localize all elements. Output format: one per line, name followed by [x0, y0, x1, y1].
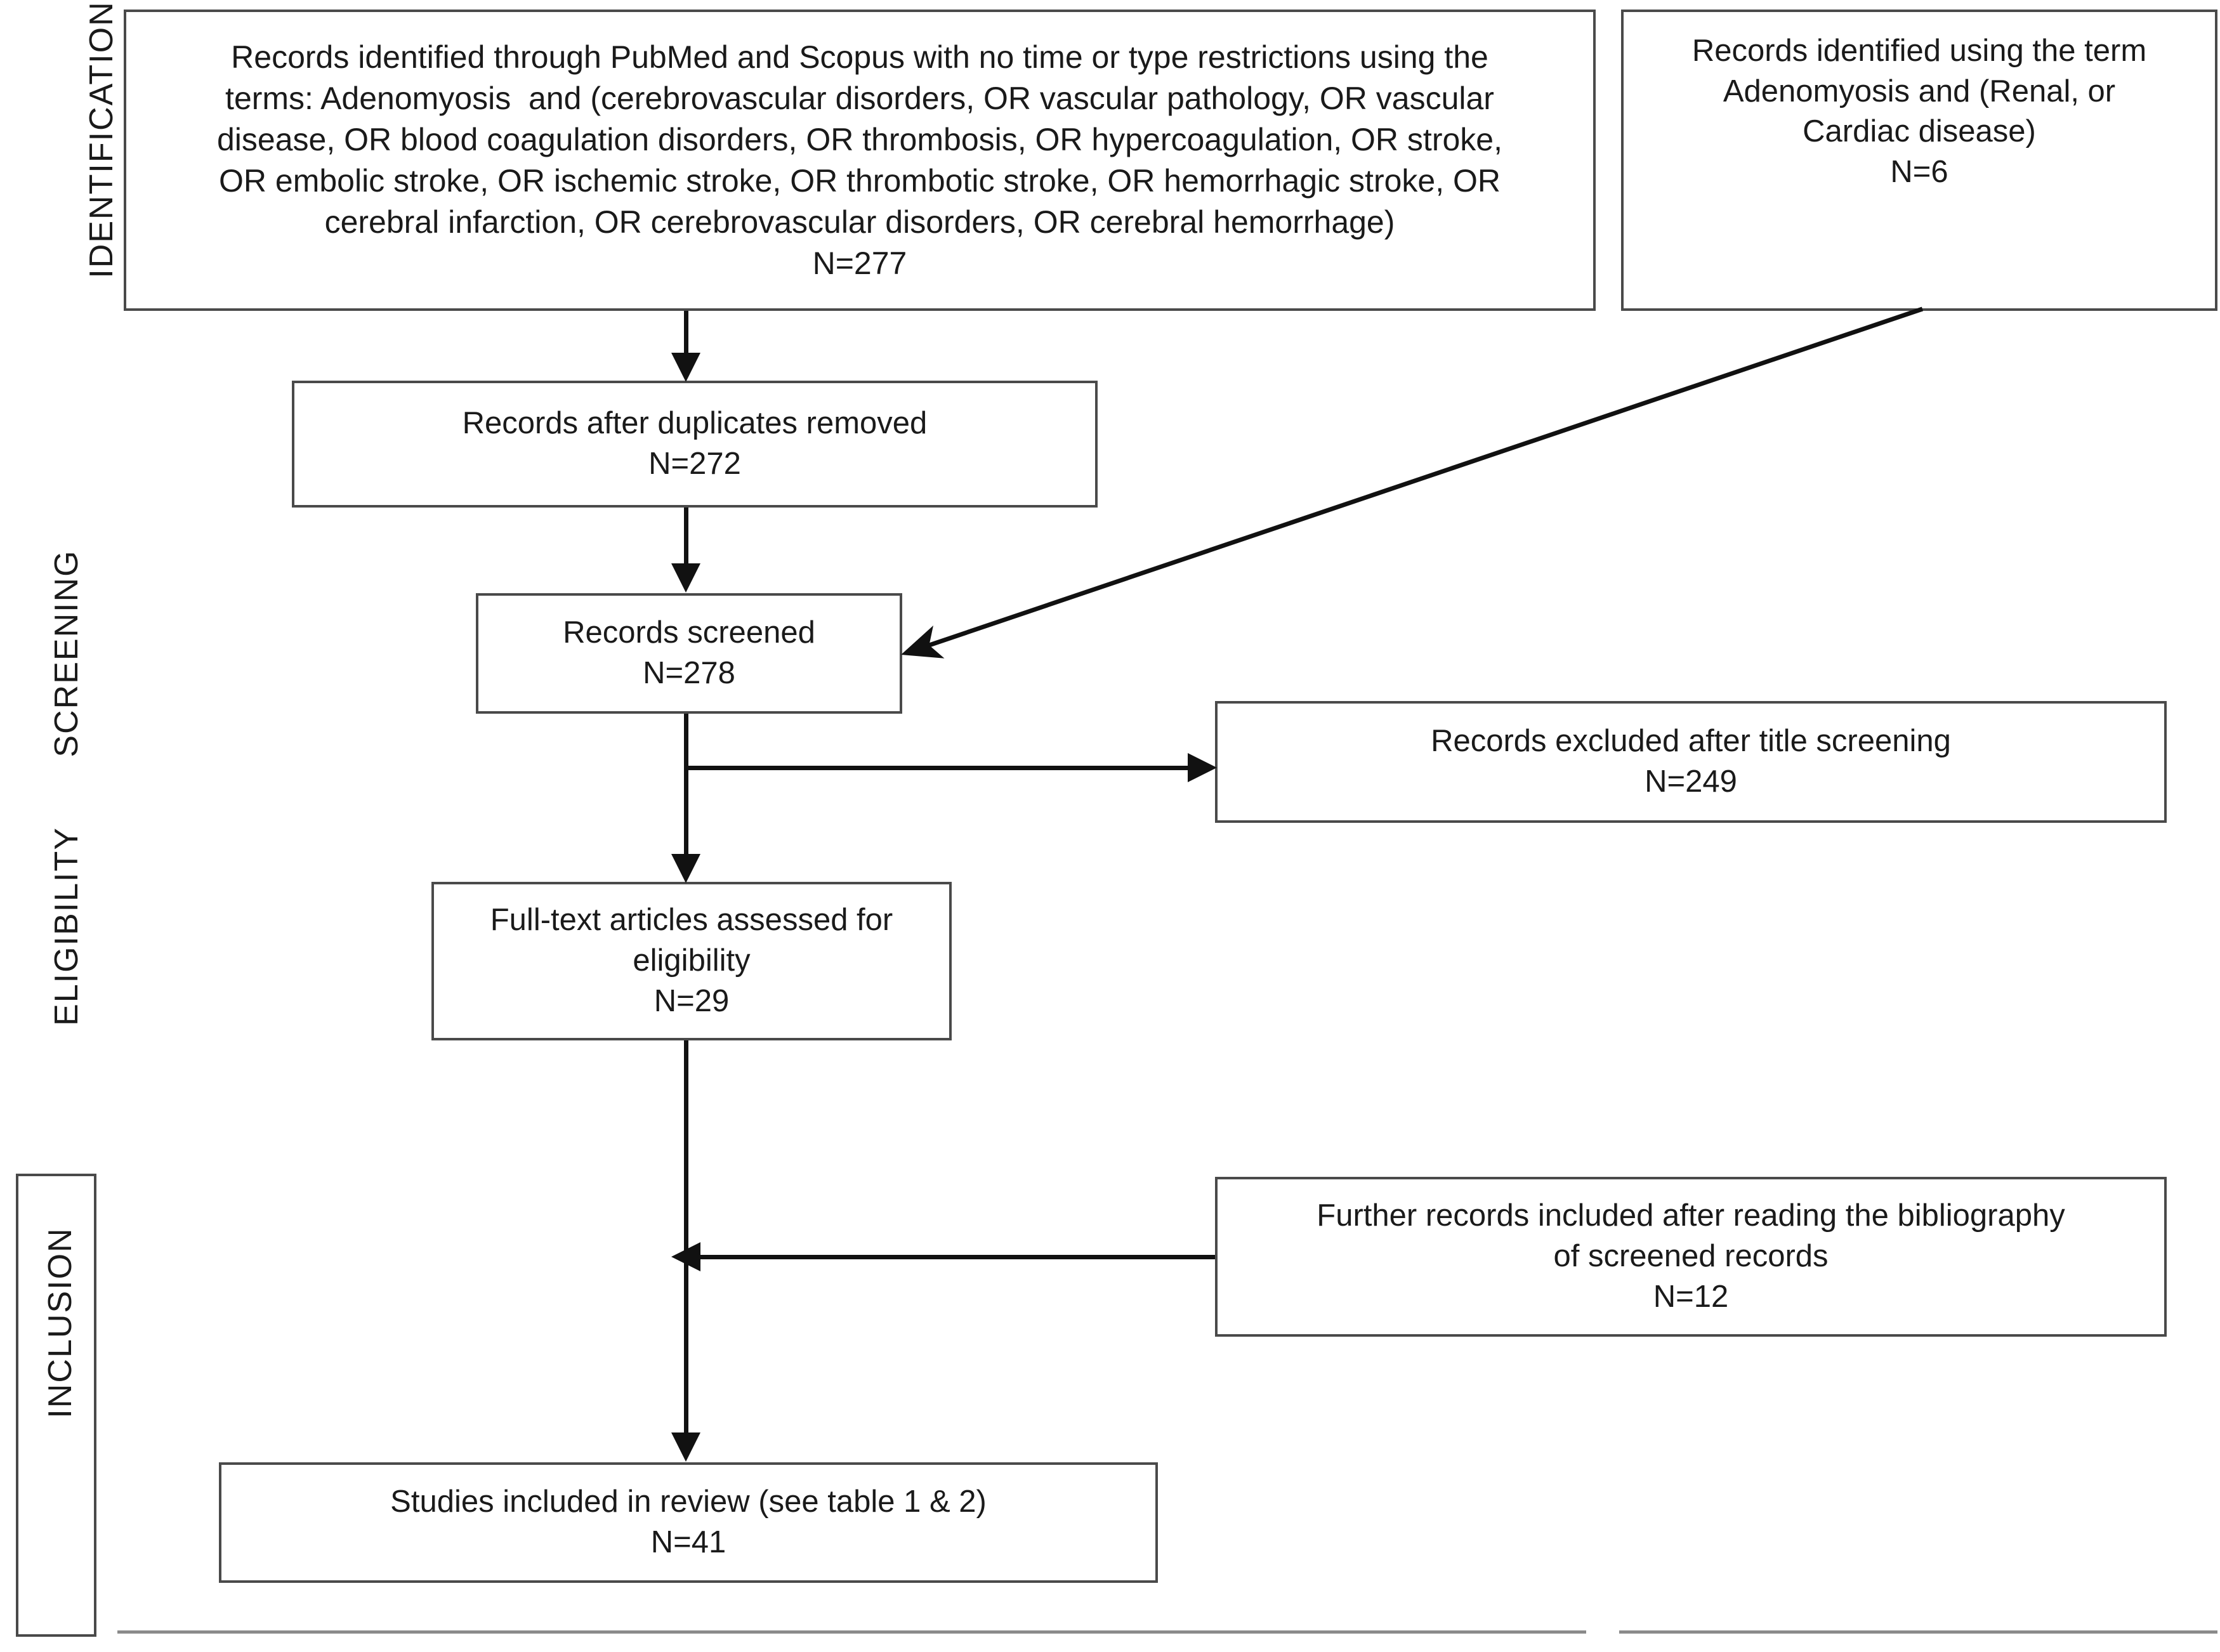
box-count: N=12	[1653, 1279, 1729, 1314]
stage-frame-inclusion	[16, 1174, 96, 1637]
box-line: Records excluded after title screening	[1431, 724, 1951, 759]
box-line: terms: Adenomyosis and (cerebrovascular …	[225, 80, 1494, 116]
arrowhead-down-to-fulltext	[671, 854, 700, 883]
box-records-identified-main: Records identified through PubMed and Sc…	[124, 10, 1596, 311]
box-line: Records screened	[563, 615, 815, 650]
box-count: N=29	[654, 983, 730, 1018]
box-line: cerebral infarction, OR cerebrovascular …	[324, 204, 1395, 240]
connector-screened-to-excluded	[684, 766, 1192, 770]
box-records-excluded: Records excluded after title screening N…	[1215, 701, 2167, 823]
box-line: disease, OR blood coagulation disorders,…	[217, 121, 1502, 157]
connector-screened-to-fulltext	[684, 714, 688, 856]
box-line: Cardiac disease)	[1803, 114, 2036, 149]
box-line: of screened records	[1553, 1239, 1829, 1274]
box-records-screened: Records screened N=278	[476, 593, 902, 714]
box-line: Records identified using the term	[1691, 34, 2147, 68]
arrowhead-left-to-mainline	[671, 1242, 700, 1271]
box-studies-included: Studies included in review (see table 1 …	[219, 1462, 1158, 1583]
arrowhead-down-to-duplicates	[671, 353, 700, 382]
box-count: N=249	[1645, 764, 1737, 799]
bottom-rule-right	[1619, 1630, 2217, 1634]
stage-label-inclusion: INCLUSION	[42, 1227, 79, 1419]
box-line: Studies included in review (see table 1 …	[390, 1485, 987, 1519]
box-records-identified-secondary: Records identified using the term Adenom…	[1621, 10, 2217, 311]
box-full-text-assessed: Full-text articles assessed for eligibil…	[431, 882, 952, 1040]
box-count: N=6	[1890, 155, 1948, 190]
box-count: N=272	[648, 447, 741, 481]
box-line: Further records included after reading t…	[1317, 1198, 2065, 1233]
arrowhead-right-to-excluded	[1188, 753, 1217, 782]
box-line: Records after duplicates removed	[462, 406, 928, 441]
box-count: N=41	[650, 1525, 726, 1559]
connector-duplicates-to-screened	[684, 508, 688, 565]
connector-fulltext-to-included	[684, 1040, 688, 1437]
stage-label-screening: SCREENING	[48, 549, 85, 757]
arrowhead-down-to-included	[671, 1432, 700, 1462]
bottom-rule-left	[117, 1630, 1586, 1634]
box-line: Full-text articles assessed for	[490, 903, 893, 938]
arrowhead-down-to-screened	[671, 563, 700, 593]
stage-label-eligibility: ELIGIBILITY	[48, 827, 85, 1026]
box-count: N=278	[643, 656, 735, 690]
box-line: Records identified through PubMed and Sc…	[231, 39, 1488, 75]
box-line: Adenomyosis and (Renal, or	[1723, 74, 2116, 108]
box-records-after-duplicates: Records after duplicates removed N=272	[292, 381, 1098, 508]
box-line: eligibility	[633, 943, 751, 978]
connector-further-to-mainline	[698, 1255, 1215, 1259]
connector-identified-to-duplicates	[684, 311, 688, 355]
box-line: OR embolic stroke, OR ischemic stroke, O…	[219, 162, 1501, 199]
box-further-records: Further records included after reading t…	[1215, 1177, 2167, 1337]
box-count: N=277	[812, 245, 907, 281]
